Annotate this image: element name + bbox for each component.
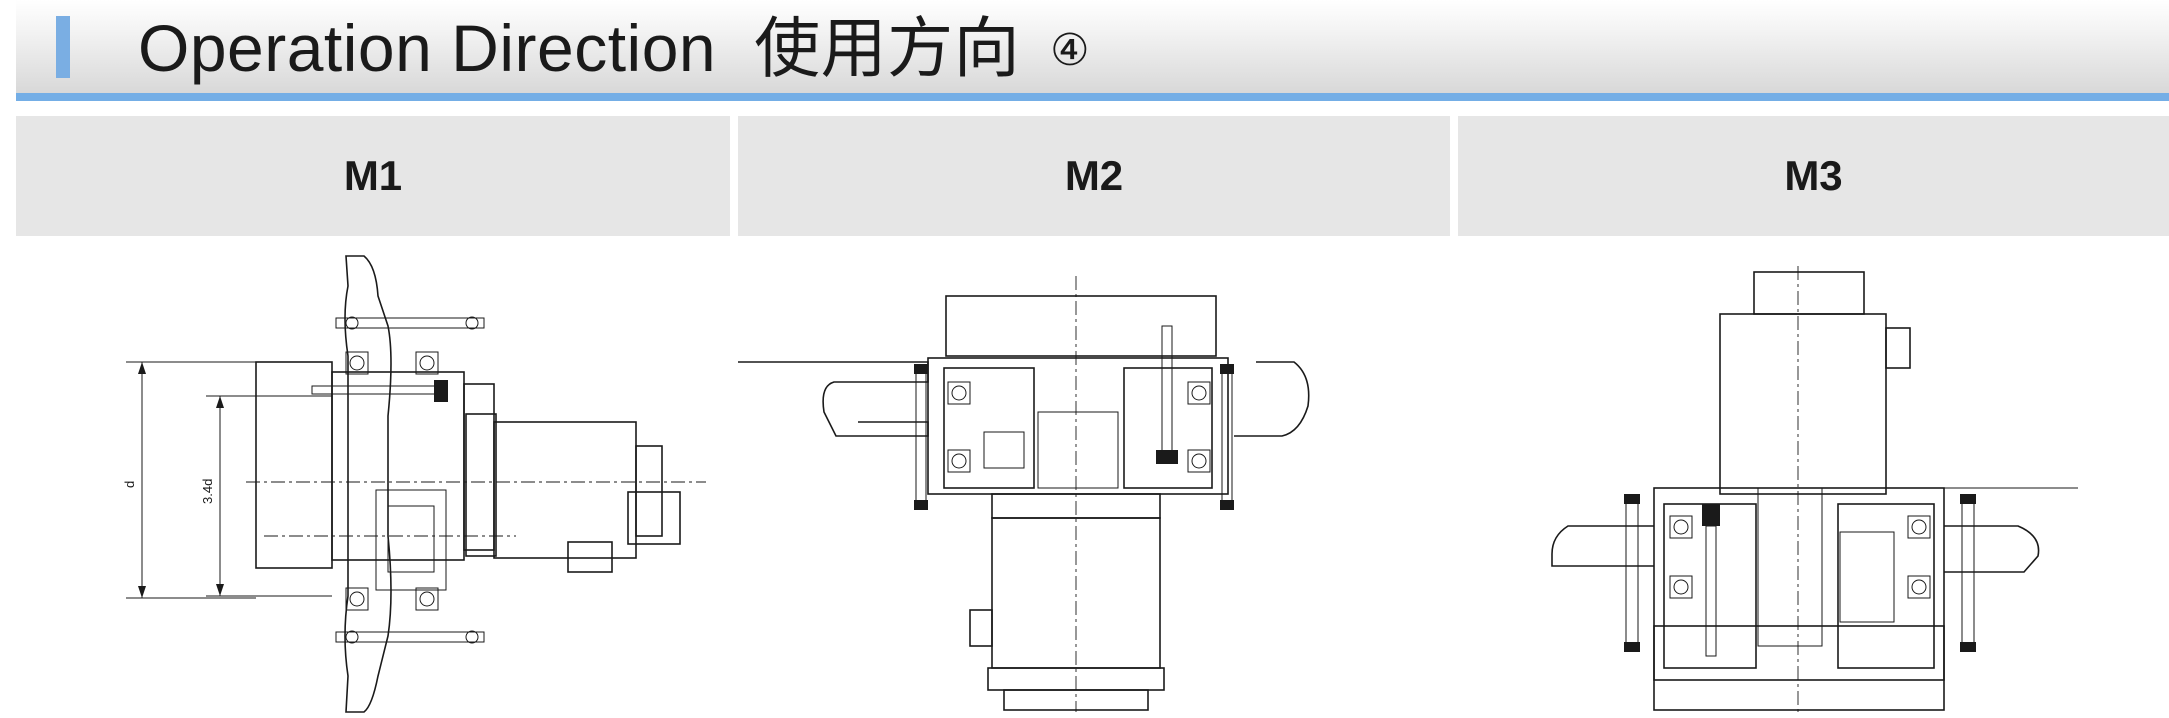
section-title-en: Operation Direction bbox=[138, 11, 717, 85]
panel-label-m1: M1 bbox=[343, 152, 403, 199]
drawing-m2 bbox=[738, 236, 1450, 718]
panel-label-m3: M3 bbox=[1784, 152, 1843, 199]
dim-label-d: d bbox=[122, 481, 137, 488]
header-rule bbox=[16, 93, 2169, 101]
panel-heading-m3: M3 bbox=[1458, 116, 2169, 236]
dim-label-3-4d: 3.4d bbox=[200, 479, 215, 504]
m1-mounting-diagram: d 3.4d bbox=[122, 255, 706, 713]
section-header bbox=[16, 0, 2169, 96]
panel-heading-m2: M2 bbox=[738, 116, 1450, 236]
section-title: Operation Direction 使用方向 ④ bbox=[138, 6, 1090, 93]
m3-mounting-diagram bbox=[1551, 266, 2078, 712]
drawing-m1: d 3.4d bbox=[16, 236, 730, 718]
m2-mounting-diagram bbox=[738, 276, 1310, 712]
panel-label-m2: M2 bbox=[1064, 152, 1124, 199]
section-number: ④ bbox=[1050, 25, 1091, 76]
drawing-m3 bbox=[1458, 236, 2169, 718]
panel-heading-m1: M1 bbox=[16, 116, 730, 236]
header-accent-bar bbox=[56, 16, 70, 78]
section-title-zh: 使用方向 bbox=[754, 10, 1021, 87]
